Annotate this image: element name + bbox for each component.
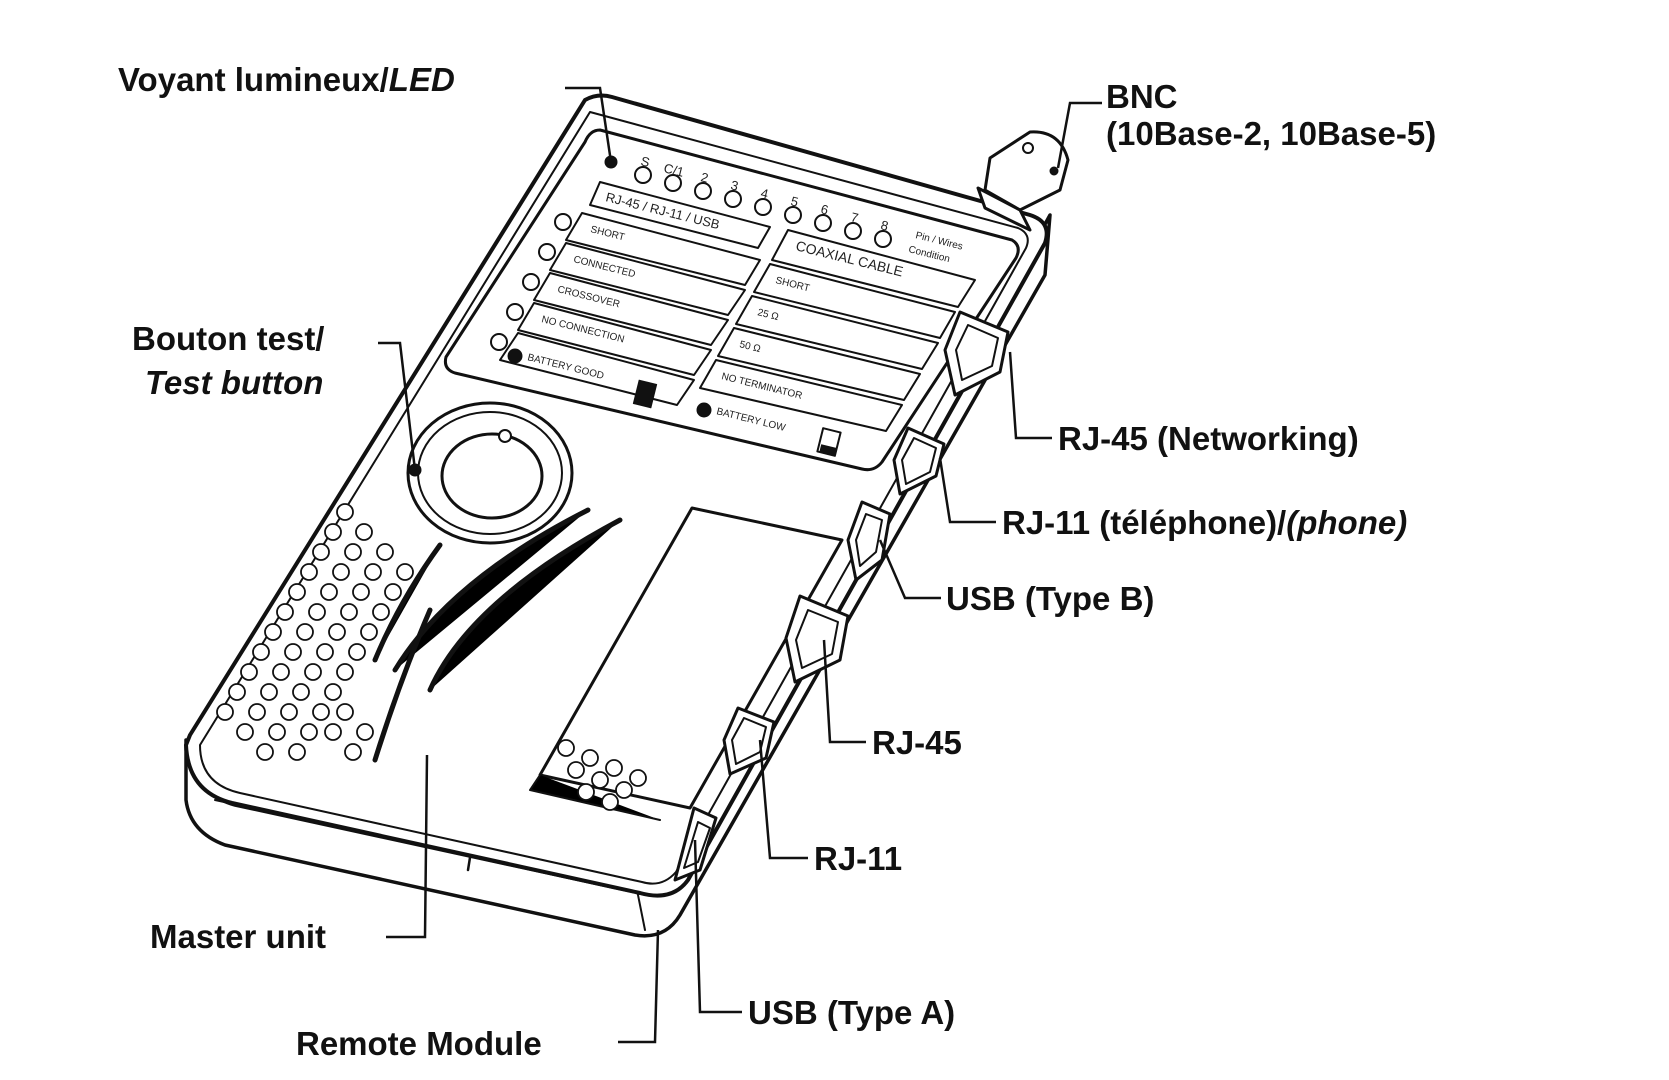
label-led: Voyant lumineux/LED — [118, 61, 455, 98]
callout-labels: Voyant lumineux/LED BNC (10Base-2, 10Bas… — [118, 61, 1436, 1062]
label-rj45-networking: RJ-45 (Networking) — [1058, 420, 1359, 457]
pin-label: 3 — [729, 177, 740, 193]
label-usb-type-b: USB (Type B) — [946, 580, 1154, 617]
pin-label: 2 — [699, 169, 710, 185]
pin-label: 8 — [879, 217, 890, 233]
label-bnc: BNC — [1106, 78, 1178, 115]
label-rj11-phone: RJ-11 (téléphone)/(phone) — [1002, 504, 1407, 541]
device-illustration — [184, 93, 1070, 938]
pin-label: 7 — [849, 209, 860, 225]
pin-label: C/1 — [662, 160, 685, 179]
label-rj45: RJ-45 — [872, 724, 962, 761]
label-usb-type-a: USB (Type A) — [748, 994, 955, 1031]
coax-25-label: 25 Ω — [756, 307, 780, 323]
label-bnc-standards: (10Base-2, 10Base-5) — [1106, 115, 1436, 152]
pin-label: 4 — [759, 185, 770, 201]
pin-label: 6 — [819, 201, 830, 217]
leader-lines — [378, 86, 1102, 1044]
label-remote-module: Remote Module — [296, 1025, 542, 1062]
label-rj11: RJ-11 — [814, 840, 902, 877]
label-master-unit: Master unit — [150, 918, 326, 955]
label-test-button-en: Test button — [145, 364, 323, 401]
pin-label: S — [639, 153, 651, 170]
coax-50-label: 50 Ω — [738, 339, 762, 355]
label-test-button-fr: Bouton test/ — [132, 320, 324, 357]
pin-label: 5 — [789, 193, 800, 209]
